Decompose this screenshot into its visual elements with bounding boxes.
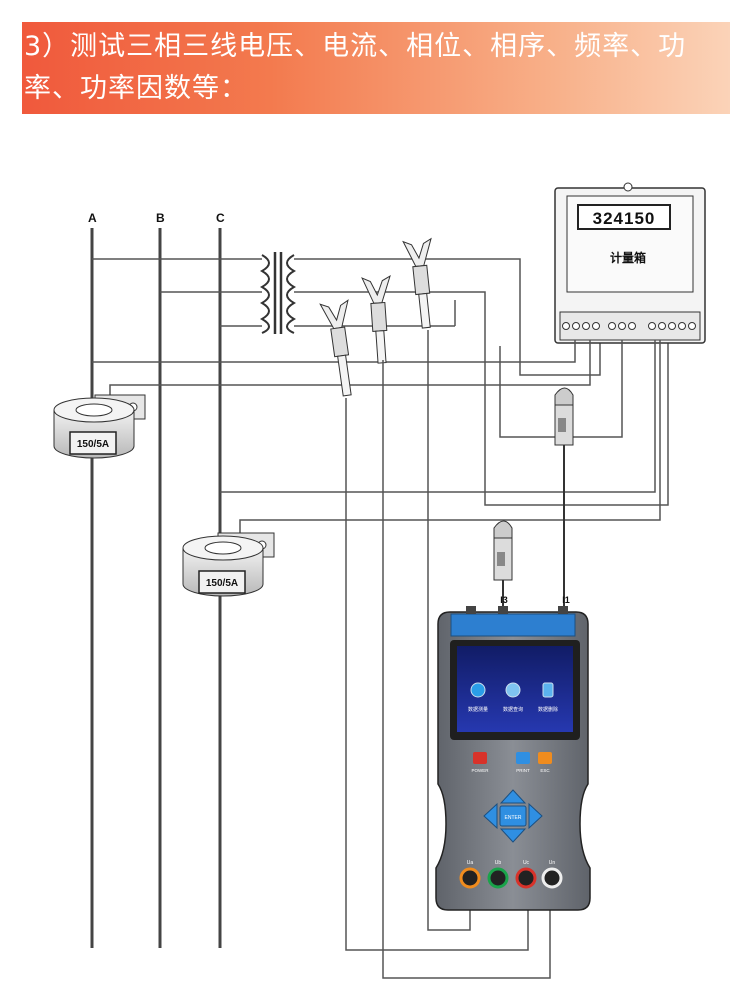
screen-item-measure[interactable]: 数据测量 xyxy=(468,706,488,713)
current-clamp-1 xyxy=(554,387,574,460)
esc-button[interactable]: ESC xyxy=(540,768,550,773)
voltage-clip-3 xyxy=(402,237,432,329)
meter-box xyxy=(554,182,706,344)
screen-item-delete[interactable]: 数据删除 xyxy=(538,706,558,713)
enter-button[interactable]: ENTER xyxy=(505,815,522,821)
input-label-ua: Ua xyxy=(467,860,474,866)
ct-c-rating: 150/5A xyxy=(206,578,238,589)
current-transformer-c xyxy=(182,532,275,597)
voltage-clip-2 xyxy=(361,275,391,364)
port-label-i1: I1 xyxy=(562,595,570,605)
meter-wiring xyxy=(92,340,661,535)
meter-reading: 324150 xyxy=(593,209,656,228)
phase-label-a: A xyxy=(88,211,97,225)
screen-item-query[interactable]: 数据查询 xyxy=(503,706,523,713)
voltage-clip-1 xyxy=(319,299,352,397)
banner-title: 3）测试三相三线电压、电流、相位、相序、频率、功率、功率因数等： xyxy=(24,31,687,104)
voltage-transformer xyxy=(259,252,297,334)
power-button[interactable]: POWER xyxy=(471,768,489,773)
meter-label: 计量箱 xyxy=(610,250,646,265)
current-clamp-2 xyxy=(493,520,513,590)
input-label-un: Un xyxy=(549,860,556,866)
power-analyzer-device xyxy=(435,606,591,911)
port-label-i3: I3 xyxy=(500,595,508,605)
phase-label-b: B xyxy=(156,211,165,225)
ct-a-rating: 150/5A xyxy=(77,439,109,450)
current-transformer-a xyxy=(53,394,146,459)
input-label-ub: Ub xyxy=(495,860,502,866)
input-label-uc: Uc xyxy=(523,860,530,866)
title-banner: 3）测试三相三线电压、电流、相位、相序、频率、功率、功率因数等： xyxy=(22,22,730,114)
print-button[interactable]: PRINT xyxy=(516,768,530,773)
phase-label-c: C xyxy=(216,211,225,225)
